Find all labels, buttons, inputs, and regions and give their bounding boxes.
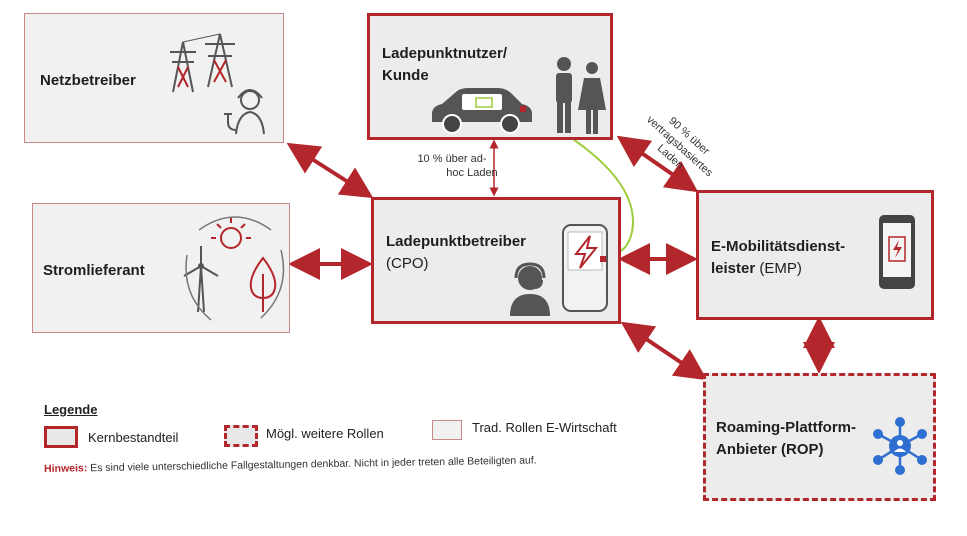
legend-swatch-possible	[224, 425, 258, 447]
operator-headset-icon	[510, 262, 550, 316]
role-stromlieferant: Stromlieferant	[32, 203, 290, 333]
network-hub-icon	[873, 417, 927, 475]
sun-icon	[211, 218, 251, 249]
role-kunde: Ladepunktnutzer/ Kunde	[367, 13, 613, 140]
role-abbr: (CPO)	[386, 255, 429, 272]
legend-label-traditional: Trad. Rollen E-Wirtschaft	[472, 420, 617, 435]
arrow-kunde-emp	[616, 135, 699, 193]
role-title: Netzbetreiber	[40, 72, 136, 89]
legend-label-possible: Mögl. weitere Rollen	[266, 426, 384, 441]
role-abbr: (EMP)	[759, 260, 802, 277]
role-title-word: leister	[711, 260, 756, 277]
edge-label-line: 10 % über ad-	[417, 153, 487, 165]
arrow-netz-cpo	[286, 142, 374, 199]
legend-label-core: Kernbestandteil	[88, 430, 179, 445]
legend-title: Legende	[44, 402, 98, 417]
edge-label-adhoc: 10 % über ad- hoc Laden	[394, 152, 510, 180]
role-title: Stromlieferant	[43, 262, 145, 279]
cycle-arc	[185, 216, 285, 321]
role-title-line1: E-Mobilitätsdienst-	[711, 238, 846, 255]
role-title-line1: Ladepunktnutzer/	[382, 45, 508, 62]
people-icon	[556, 57, 606, 134]
legend-swatch-traditional	[432, 420, 462, 440]
role-title-line1: Roaming-Plattform-	[716, 419, 856, 436]
smartphone-icon	[879, 215, 915, 289]
power-tower-icon	[170, 33, 265, 135]
charging-station-icon	[562, 224, 608, 312]
arrow-cpo-rop	[620, 321, 708, 381]
role-netzbetreiber: Netzbetreiber	[24, 13, 284, 143]
role-rop: Roaming-Plattform- Anbieter (ROP)	[703, 373, 936, 501]
role-title-line2: Anbieter (ROP)	[716, 441, 824, 458]
tree-icon	[249, 256, 277, 312]
role-title: Ladepunktbetreiber	[386, 233, 527, 250]
car-icon	[432, 88, 532, 134]
role-title-line2: Kunde	[382, 67, 429, 84]
role-emp: E-Mobilitätsdienst- leister (EMP)	[696, 190, 934, 320]
hint-label: Hinweis:	[44, 462, 88, 475]
legend-swatch-core	[44, 426, 78, 448]
role-cpo: Ladepunktbetreiber (CPO)	[371, 197, 621, 324]
edge-label-line: hoc Laden	[446, 167, 498, 179]
role-title-line2: leister (EMP)	[711, 259, 802, 279]
